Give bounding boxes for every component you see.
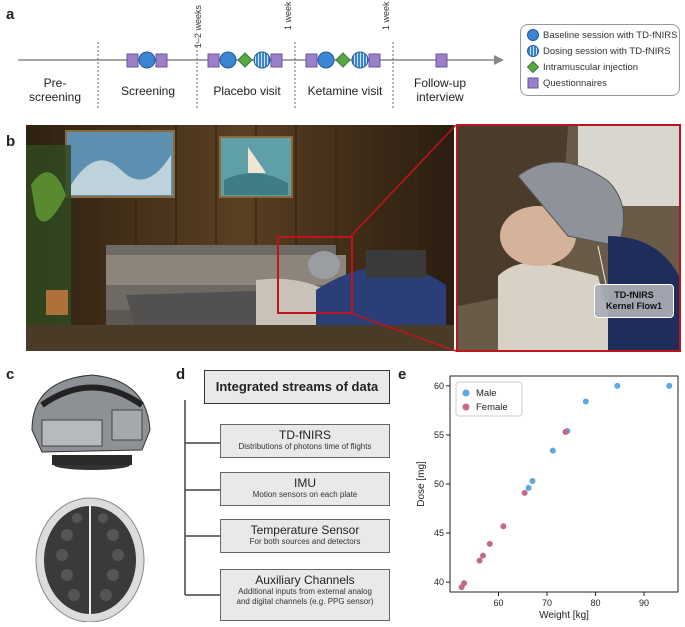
questionnaire-square-icon [368,53,381,68]
legend-label: Male [476,388,497,399]
legend-marker [462,389,470,397]
dosing-circle-icon [527,45,539,57]
stream-desc: Distributions of photons time of flights [238,442,372,451]
stage-placebo: Placebo visit [213,84,281,98]
legend-item: Baseline session with TD-fNIRS [527,29,677,41]
panel-letter-b: b [6,133,16,150]
legend-label: Female [476,402,508,413]
legend-item: Dosing session with TD-fNIRS [527,45,671,57]
stream-box-td-fnirs: TD-fNIRS Distributions of photons time o… [220,424,390,458]
x-tick-label: 60 [494,598,504,608]
y-tick-label: 40 [434,577,444,587]
injection-diamond-icon [237,52,253,68]
stream-desc: Additional inputs from external analog a… [236,587,374,606]
dosing-circle-icon [253,51,271,69]
equipment [366,250,426,278]
questionnaire-square-icon [527,77,539,89]
stream-name: Auxiliary Channels [255,573,355,587]
injection-diamond-icon [527,61,539,73]
y-tick-label: 60 [434,381,444,391]
dosing-circle-icon [351,51,369,69]
legend-item: Questionnaires [527,77,607,89]
y-tick-label: 45 [434,528,444,538]
headset [517,161,625,247]
stage-screening: Screening [120,84,176,98]
legend-label: Baseline session with TD-fNIRS [543,29,678,41]
questionnaire-square-icon [207,53,220,68]
legend-label: Questionnaires [543,77,607,89]
data-point-female [479,552,486,559]
legend-marker [462,403,470,411]
x-tick-label: 80 [591,598,601,608]
device-callout: TD-fNIRS Kernel Flow1 [594,284,674,318]
zoom-region [277,236,353,314]
session-room-photo [26,125,454,351]
x-tick-label: 90 [639,598,649,608]
data-point-male [582,398,589,405]
legend-item: Intramuscular injection [527,61,638,73]
data-point-male [525,484,532,491]
stream-name: Temperature Sensor [250,523,360,537]
person-torso [256,278,326,325]
device-renders [31,374,151,622]
stage-ketamine: Ketamine visit [307,84,383,98]
stage-pre-screening: Pre- screening [28,76,82,104]
zoom-line [350,125,457,238]
person-shoulder [498,262,618,350]
data-point-male [666,382,673,389]
data-point-female [476,557,483,564]
stream-desc: For both sources and detectors [249,537,361,546]
questionnaire-square-icon [270,53,283,68]
data-point-female [461,580,468,587]
baseline-circle-icon [317,51,335,69]
legend-label: Intramuscular injection [543,61,639,73]
headset [308,251,340,279]
timeline-diagram [18,42,504,108]
headset-closeup-photo: TD-fNIRS Kernel Flow1 [456,124,681,352]
questionnaire-square-icon [155,53,168,68]
injection-diamond-icon [335,52,351,68]
streams-title: Integrated streams of data [204,370,390,404]
streams-tree [184,400,220,596]
panel-letter-e: e [398,366,407,383]
stream-box-imu: IMU Motion sensors on each plate [220,472,390,506]
stage-follow-up: Follow-up interview [413,76,467,104]
questionnaire-square-icon [305,53,318,68]
data-point-male [614,382,621,389]
interval-label: 1 week [381,1,391,30]
baseline-circle-icon [219,51,237,69]
stream-box-auxiliary: Auxiliary Channels Additional inputs fro… [220,569,390,621]
interval-label: 1 week [283,1,293,30]
legend-label: Dosing session with TD-fNIRS [543,45,671,57]
timeline-legend: Baseline session with TD-fNIRS Dosing se… [520,24,680,96]
stream-name: TD-fNIRS [279,428,331,442]
stream-box-temperature: Temperature Sensor For both sources and … [220,519,390,553]
baseline-circle-icon [527,29,539,41]
panel-letter-c: c [6,366,15,383]
y-tick-label: 55 [434,430,444,440]
timeline-arrowhead [494,55,504,65]
data-point-female [486,540,493,547]
data-point-male [529,478,536,485]
y-axis-label: Dose [mg] [416,461,427,507]
zoom-line [350,312,457,352]
panel-letter-d: d [176,366,186,383]
stream-name: IMU [294,476,316,490]
stream-desc: Motion sensors on each plate [252,490,358,499]
x-axis-label: Weight [kg] [539,610,589,621]
baseline-circle-icon [138,51,156,69]
x-tick-label: 70 [542,598,552,608]
interval-label: 1–2 weeks [193,4,203,48]
y-tick-label: 50 [434,479,444,489]
panel-letter-a: a [6,6,15,23]
data-point-male [549,447,556,454]
data-point-female [521,489,528,496]
questionnaire-square-icon [126,53,139,68]
data-point-female [562,428,569,435]
data-point-female [500,523,507,530]
questionnaire-square-icon [435,53,448,68]
dose-weight-chart: 60 70 80 90 40 45 50 55 60 Weight [kg] Dose [mg]… [416,375,679,621]
chart-legend [455,381,523,417]
